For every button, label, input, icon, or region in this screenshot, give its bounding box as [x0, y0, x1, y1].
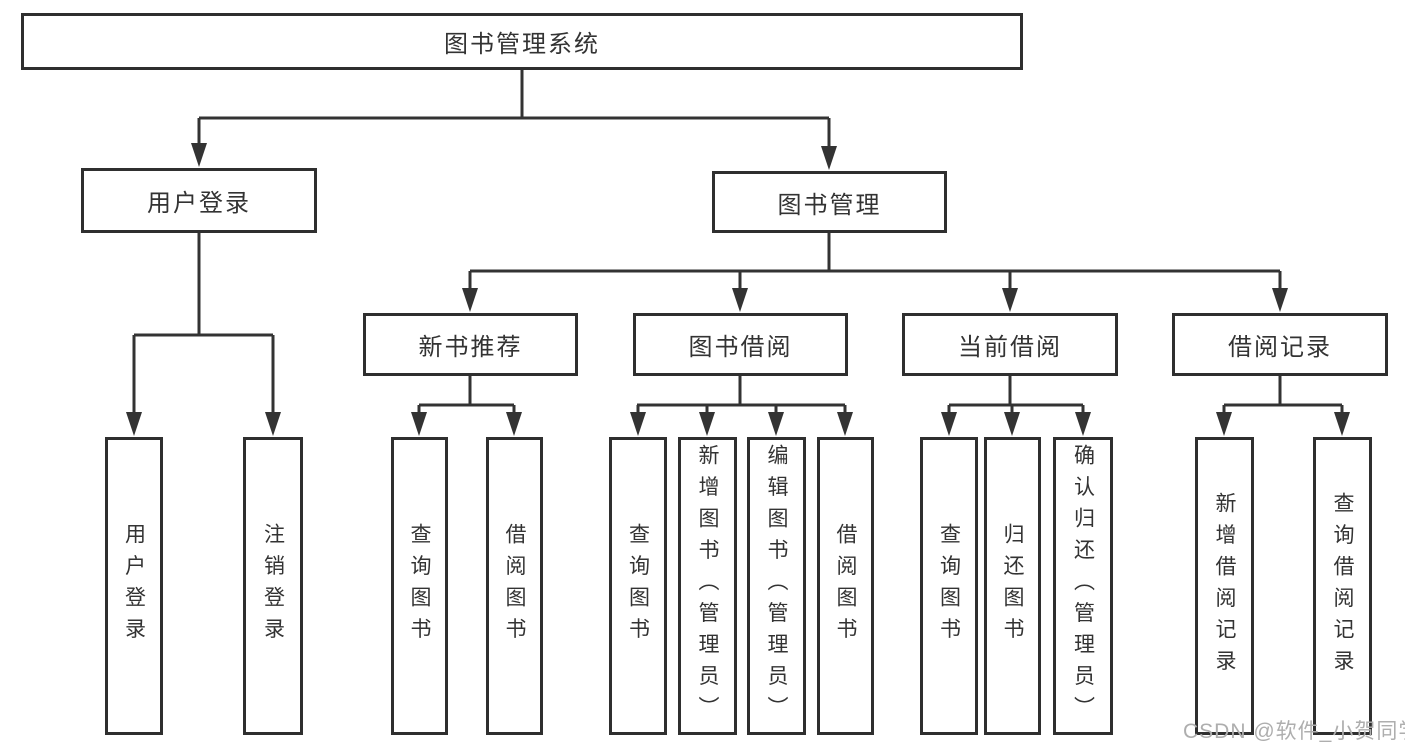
node-leaf-logout: 注销登录	[243, 437, 303, 735]
node-leaf-borrow-book-1: 借阅图书	[486, 437, 543, 735]
node-new-book-recommendation: 新书推荐	[363, 313, 578, 376]
node-leaf-query-book-3-label: 查询图书	[937, 523, 961, 649]
node-leaf-edit-book-admin: 编辑图书（管理员）	[747, 437, 806, 735]
node-leaf-query-book-3: 查询图书	[920, 437, 978, 735]
node-leaf-confirm-return-admin-label: 确认归还（管理员）	[1071, 444, 1095, 728]
node-leaf-user-login: 用户登录	[105, 437, 163, 735]
node-current-borrowing: 当前借阅	[902, 313, 1118, 376]
node-user-login: 用户登录	[81, 168, 317, 233]
node-leaf-query-book-2: 查询图书	[609, 437, 667, 735]
node-current-borrowing-label: 当前借阅	[958, 334, 1062, 361]
node-root-label: 图书管理系统	[444, 31, 600, 58]
node-leaf-add-borrow-record: 新增借阅记录	[1195, 437, 1254, 735]
node-leaf-add-book-admin: 新增图书（管理员）	[678, 437, 737, 735]
node-book-borrowing: 图书借阅	[633, 313, 848, 376]
node-borrowing-records: 借阅记录	[1172, 313, 1388, 376]
node-leaf-query-borrow-record-label: 查询借阅记录	[1331, 491, 1354, 681]
node-leaf-query-book-1-label: 查询图书	[408, 523, 431, 649]
node-book-management: 图书管理	[712, 171, 947, 233]
node-leaf-add-book-admin-label: 新增图书（管理员）	[696, 444, 719, 728]
node-leaf-borrow-book-2-label: 借阅图书	[834, 523, 857, 649]
node-leaf-borrow-book-1-label: 借阅图书	[503, 523, 526, 649]
node-book-management-label: 图书管理	[777, 191, 882, 219]
node-borrowing-records-label: 借阅记录	[1228, 334, 1332, 361]
node-leaf-add-borrow-record-label: 新增借阅记录	[1213, 491, 1236, 681]
node-root: 图书管理系统	[21, 13, 1023, 70]
csdn-watermark: CSDN @软件_小贺同学	[1183, 720, 1405, 743]
node-leaf-edit-book-admin-label: 编辑图书（管理员）	[765, 444, 788, 728]
node-leaf-borrow-book-2: 借阅图书	[817, 437, 874, 735]
node-leaf-query-book-1: 查询图书	[391, 437, 448, 735]
node-leaf-confirm-return-admin: 确认归还（管理员）	[1053, 437, 1113, 735]
node-book-borrowing-label: 图书借阅	[688, 334, 793, 361]
node-leaf-logout-label: 注销登录	[261, 523, 285, 649]
node-leaf-return-book: 归还图书	[984, 437, 1041, 735]
node-new-book-recommendation-label: 新书推荐	[418, 334, 523, 361]
node-leaf-query-borrow-record: 查询借阅记录	[1313, 437, 1372, 735]
arrowheads	[126, 143, 1350, 436]
node-leaf-user-login-label: 用户登录	[122, 523, 146, 649]
node-leaf-return-book-label: 归还图书	[1001, 523, 1024, 649]
node-leaf-query-book-2-label: 查询图书	[626, 523, 650, 649]
node-user-login-label: 用户登录	[147, 190, 251, 217]
